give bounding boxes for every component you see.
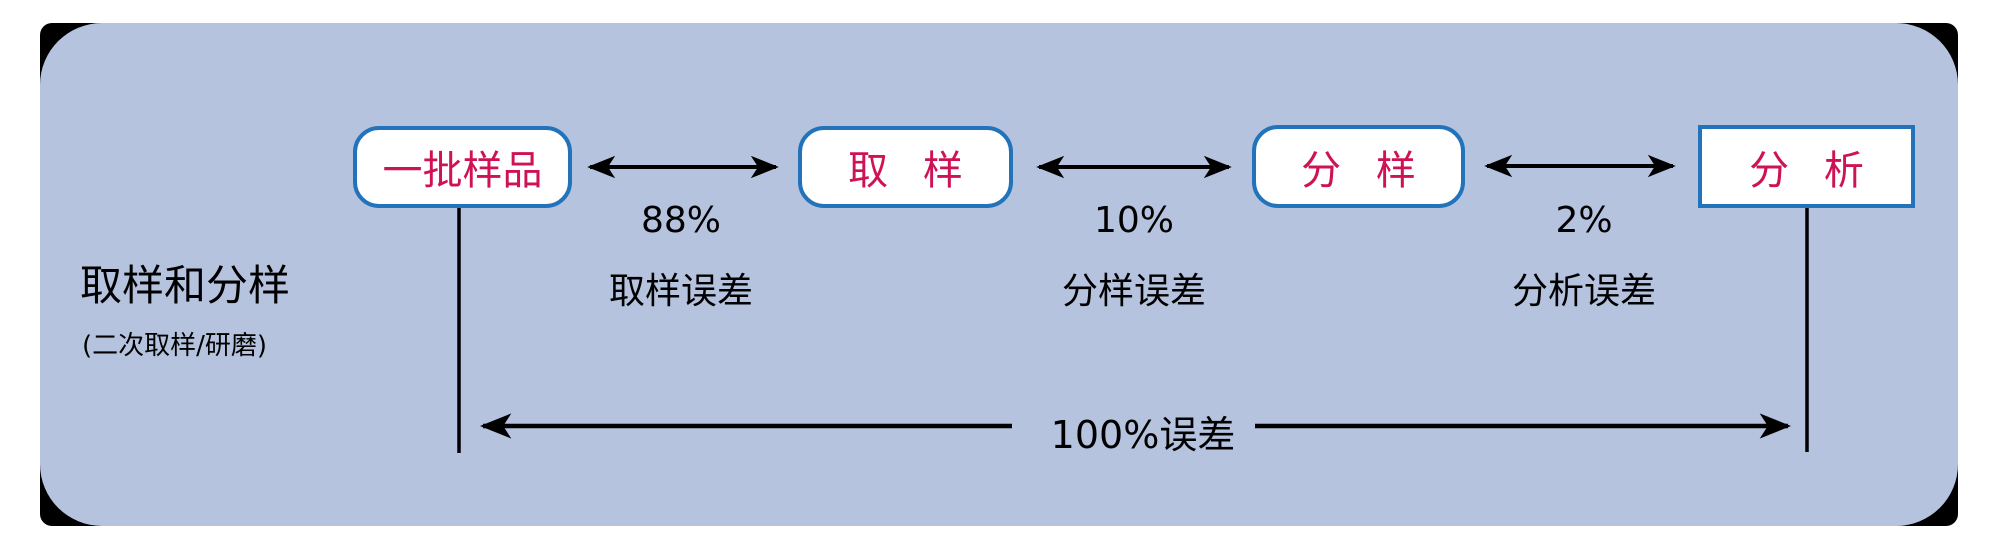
error-percent-analysis: 2% [1555, 200, 1613, 241]
panel-title: 取样和分样 [80, 261, 291, 310]
node-analysis-label: 分 析 [1749, 147, 1864, 194]
node-sampling-label: 取 样 [848, 148, 963, 194]
node-sample-split: 分 样 [1252, 125, 1465, 208]
node-sample-split-label: 分 样 [1301, 147, 1416, 194]
node-batch-sample-label: 一批样品 [382, 148, 543, 194]
error-percent-sampling: 88% [640, 200, 722, 241]
node-batch-sample: 一批样品 [353, 126, 572, 208]
panel-subtitle: (二次取样/研磨) [82, 331, 268, 361]
error-label-analysis: 分析误差 [1511, 271, 1657, 312]
node-analysis: 分 析 [1698, 125, 1915, 208]
diagram-panel [40, 23, 1958, 526]
error-percent-split: 10% [1093, 200, 1175, 241]
error-label-split: 分样误差 [1061, 271, 1207, 312]
node-sampling: 取 样 [798, 126, 1013, 208]
error-label-sampling: 取样误差 [608, 271, 754, 312]
total-error-label: 100%误差 [1050, 413, 1236, 457]
